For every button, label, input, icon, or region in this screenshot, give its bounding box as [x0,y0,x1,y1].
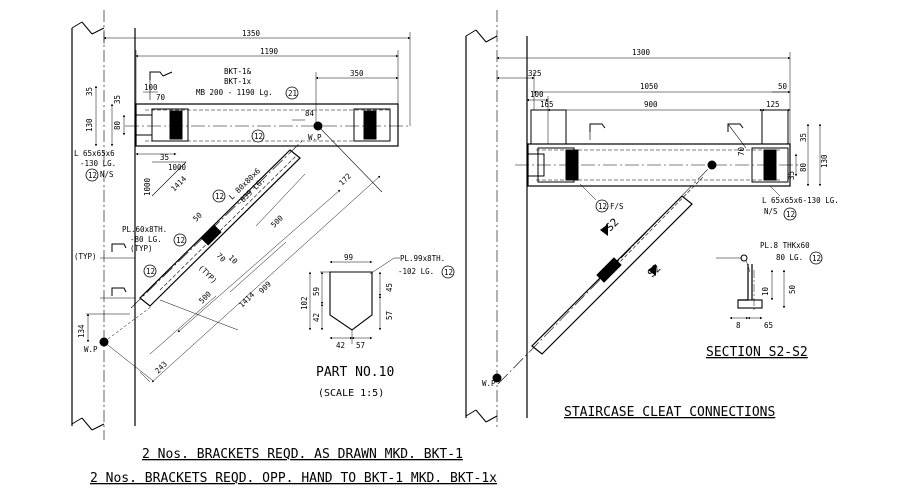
part10-title: PART NO.10 [316,365,394,380]
r-dim-100: 100 [530,90,544,99]
dim-35c: 35 [160,153,169,162]
r-dim-80: 80 [799,162,808,172]
r-dim-50: 50 [778,82,788,91]
part10-d42b: 42 [336,341,345,350]
angle-b-tag: 12 [215,192,224,201]
part10-pl-1: PL.99x8TH. [400,254,445,263]
dim-909: 909 [257,279,273,295]
r-dim-35b: 35 [787,171,796,180]
dim-350: 350 [350,69,364,78]
tag-beam: 12 [254,132,263,141]
part10-d42a: 42 [312,313,321,322]
r-dim-900: 900 [644,100,658,109]
section-pl-1: PL.8 THKx60 [760,241,810,250]
part10-d45: 45 [385,283,394,292]
r-dim-1050: 1050 [640,82,659,91]
r-dim-70: 70 [737,146,746,156]
dim-35b: 35 [113,95,122,104]
dim-172: 172 [337,171,353,187]
r-fs: F/S [610,202,624,211]
pl-tag: 12 [176,236,185,245]
right-tag-circles [595,199,797,221]
tag-mb: 21 [288,89,297,98]
note-line-1: 2 Nos. BRACKETS REQD. AS DRAWN MKD. BKT-… [142,447,463,462]
section-d50: 50 [788,284,797,294]
part10-pl-2: -102 LG. [398,267,434,276]
pl-label-2: -80 LG. [130,235,162,244]
dim-1414a: 1414 [169,174,188,193]
left-connection-view [71,10,411,440]
section-title: SECTION S2-S2 [706,345,808,360]
main-title: STAIRCASE CLEAT CONNECTIONS [564,405,775,420]
dim-50: 50 [191,210,204,223]
part10-d102: 102 [300,296,309,310]
section-d8: 8 [736,321,741,330]
r-dim-325: 325 [528,69,542,78]
wp-top-label: W.P [308,133,322,142]
part10-plate [308,257,455,344]
section-s2-detail [716,251,823,320]
dim-70: 70 [156,93,166,102]
dim-84: 84 [305,109,315,118]
part10-pl-tag: 12 [444,268,453,277]
tag-typ: 12 [146,267,155,276]
r-angle-tag: 12 [786,210,795,219]
part10-d57b: 57 [356,341,365,350]
wp-bottom-label: W.P [84,345,98,354]
r-angle-2: N/S [764,207,778,216]
label-mb: MB 200 - 1190 Lg. [196,88,273,97]
dim-80: 80 [113,120,122,130]
r-wp: W.P [482,379,496,388]
part10-d59: 59 [312,287,321,296]
angle-tag: 12 [88,171,97,180]
dim-130: 130 [85,118,94,132]
label-bkt1x: BKT-1x [224,77,252,86]
note-line-2: 2 Nos. BRACKETS REQD. OPP. HAND TO BKT-1… [90,471,497,486]
pl-label-1: PL.60x8TH. [122,225,167,234]
dim-1190: 1190 [260,47,279,56]
angle-label-3: N/S [100,170,114,179]
r-dim-130: 130 [820,154,829,168]
dim-10: 10 [227,253,240,266]
typ-label-1: (TYP) [74,252,97,261]
dim-100: 100 [144,83,158,92]
section-d10: 10 [761,286,770,296]
right-connection-view [465,10,822,430]
dim-70b: 70 [215,251,228,264]
part10-scale: (SCALE 1:5) [318,388,384,399]
section-pl-2: 80 LG. [776,253,803,262]
r-tag-fs: 12 [598,202,607,211]
dim-1000v: 1000 [143,177,152,196]
r-dim-125: 125 [766,100,780,109]
dim-35a: 35 [85,87,94,96]
r-dim-1300: 1300 [632,48,651,57]
r-dim-35a: 35 [799,133,808,142]
section-d65: 65 [764,321,773,330]
dim-500a: 500 [269,213,285,229]
label-bkt1: BKT-1& [224,67,252,76]
angle-label-1: L 65x65x6 [74,149,115,158]
typ-label-2: (TYP) [197,263,219,285]
dim-1000h: 1000 [168,163,187,172]
r-angle-1: L 65x65x6-130 LG. [762,196,839,205]
part10-d99: 99 [344,253,353,262]
section-cut-markers [600,224,656,276]
r-dim-165: 165 [540,100,554,109]
dim-1414b: 1414 [237,290,256,309]
r-s2b: S2 [645,262,664,281]
section-pl-tag: 12 [812,254,821,263]
angle-label-2: -130 LG. [80,159,116,168]
dim-1350: 1350 [242,29,261,38]
pl-label-3: (TYP) [130,244,153,253]
left-tag-circles [85,86,299,278]
dim-243: 243 [153,359,169,375]
part10-d57a: 57 [385,311,394,320]
dim-134: 134 [77,324,86,338]
